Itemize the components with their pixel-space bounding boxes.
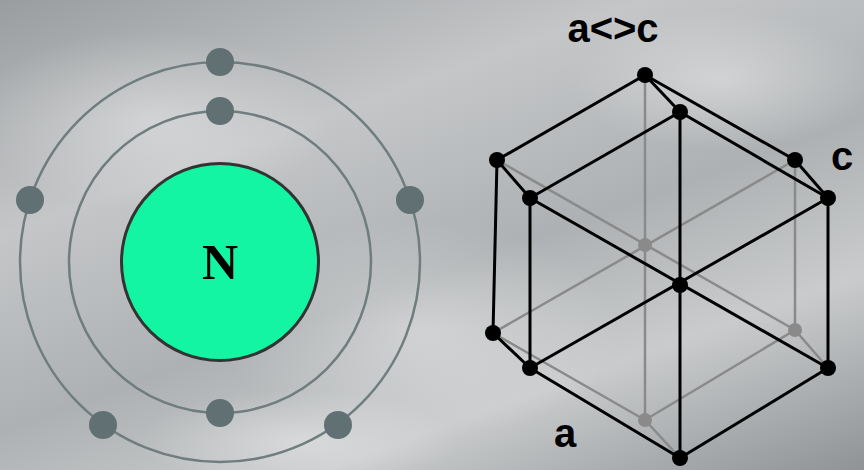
axis-label: a<>c <box>567 8 658 48</box>
electrons <box>16 48 424 439</box>
visible-edges <box>493 75 828 458</box>
earth-background <box>0 10 864 470</box>
axis-label: c <box>831 136 853 176</box>
axis-label: a <box>554 413 576 453</box>
lattice-vertices <box>485 67 836 466</box>
electron-shells <box>20 62 420 462</box>
nucleus-circle: N <box>120 162 320 362</box>
hidden-edges <box>493 75 828 458</box>
hidden-vertices <box>638 238 802 427</box>
element-symbol: N <box>202 233 238 291</box>
